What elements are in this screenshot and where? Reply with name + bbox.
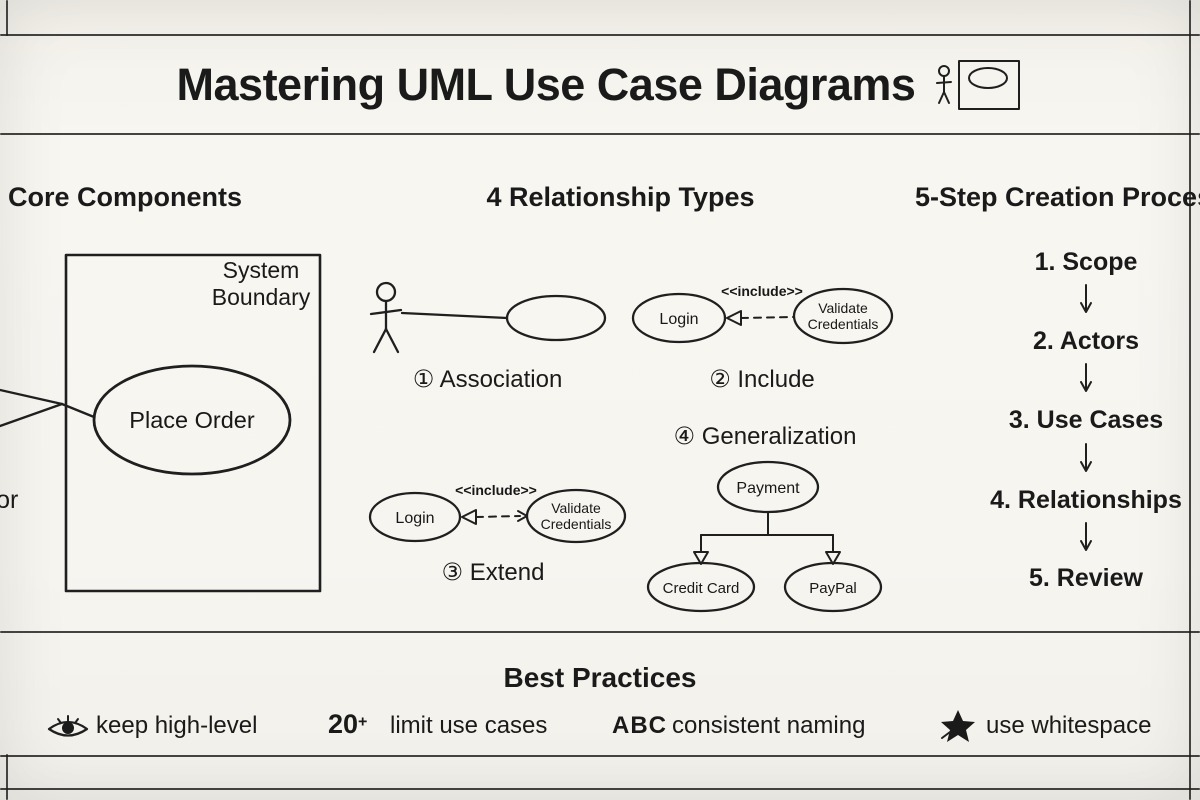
place-order-label: Place Order (129, 407, 255, 433)
creation-process-heading: 5-Step Creation Process (915, 182, 1200, 212)
actor-association-line (0, 388, 96, 428)
abc-icon: ABC (612, 712, 667, 740)
include-stereotype-label: <<include>> (721, 283, 803, 299)
paypal-label: PayPal (809, 580, 857, 597)
include-caption: ② Include (709, 366, 815, 393)
divider-line-under-title (0, 133, 1200, 135)
extend-validate-use-case: Validate Credentials (525, 488, 627, 544)
relationship-types-heading: 4 Relationship Types (486, 182, 755, 212)
title-icon-system (958, 60, 1021, 110)
include-dashed-arrow (726, 310, 795, 326)
generalization-connector (693, 511, 841, 565)
extend-dashed-arrow (461, 509, 528, 525)
include-login-use-case: Login (631, 292, 727, 344)
system-boundary-label: System Boundary (211, 257, 311, 311)
step-scope: 1. Scope (1034, 248, 1138, 276)
use-case-diagram-icon (936, 60, 1021, 110)
left-edge-line-top (6, 0, 8, 36)
count-20-plus-icon: 20+ (328, 709, 367, 740)
extend-caption: ③ Extend (441, 559, 545, 586)
divider-line-below-best-practices (0, 755, 1200, 757)
step-actors: 2. Actors (1032, 327, 1140, 355)
right-edge-line (1189, 0, 1191, 800)
core-components-heading: Core Components (8, 182, 243, 212)
association-line (400, 311, 509, 320)
eye-icon (47, 715, 89, 737)
divider-line-bottom (0, 788, 1200, 790)
divider-line-top (0, 34, 1200, 36)
association-actor (369, 281, 403, 354)
best-practices-heading: Best Practices (503, 662, 697, 693)
star-icon (941, 710, 975, 742)
title-row: Mastering UML Use Case Diagrams (0, 58, 1200, 112)
left-edge-line-bottom (6, 754, 8, 800)
association-caption: ① Association (412, 366, 563, 393)
core-components-diagram: Place Order (0, 253, 322, 593)
generalization-caption: ④ Generalization (673, 423, 857, 450)
title-icon-actor (936, 65, 953, 104)
step-relationships: 4. Relationships (990, 486, 1182, 514)
extend-login-label: Login (395, 510, 434, 527)
bp-keep-high-level-label: keep high-level (96, 712, 258, 739)
generalization-payment-use-case: Payment (716, 460, 820, 514)
extend-login-use-case: Login (368, 491, 462, 543)
generalization-paypal-use-case: PayPal (783, 561, 883, 613)
bp-limit-use-cases-label: limit use cases (390, 712, 548, 739)
step-review: 5. Review (1029, 564, 1143, 592)
extend-validate-line1: Validate (551, 500, 601, 516)
bp-abc-text: ABC (612, 712, 667, 739)
step-use-cases: 3. Use Cases (1008, 406, 1164, 434)
bp-use-whitespace-label: use whitespace (986, 712, 1152, 739)
extend-validate-line2: Credentials (541, 516, 612, 532)
actor-label: Actor (0, 486, 19, 514)
bp-consistent-naming-label: consistent naming (672, 712, 866, 739)
bp-20-text: 20 (328, 709, 359, 739)
page-title: Mastering UML Use Case Diagrams (176, 59, 916, 110)
bp-plus-text: + (358, 713, 368, 731)
include-login-label: Login (659, 311, 698, 328)
place-order-use-case: Place Order (92, 364, 292, 476)
down-arrow-icon (1076, 362, 1096, 401)
system-boundary-box (64, 253, 322, 593)
payment-label: Payment (736, 480, 800, 497)
credit-card-label: Credit Card (663, 580, 740, 597)
include-validate-use-case: Validate Credentials (792, 287, 894, 345)
divider-line-above-best-practices (0, 631, 1200, 633)
down-arrow-icon (1076, 442, 1096, 481)
generalization-credit-card-use-case: Credit Card (646, 561, 756, 613)
down-arrow-icon (1076, 521, 1096, 560)
association-use-case (505, 294, 607, 342)
relationship-types-diagram: Login <<include>> Validate Credentials P… (368, 281, 894, 613)
validate-label-line2: Credentials (808, 316, 879, 332)
down-arrow-icon (1076, 283, 1096, 322)
extend-stereotype-label: <<include>> (455, 482, 537, 498)
validate-label-line1: Validate (818, 300, 868, 316)
